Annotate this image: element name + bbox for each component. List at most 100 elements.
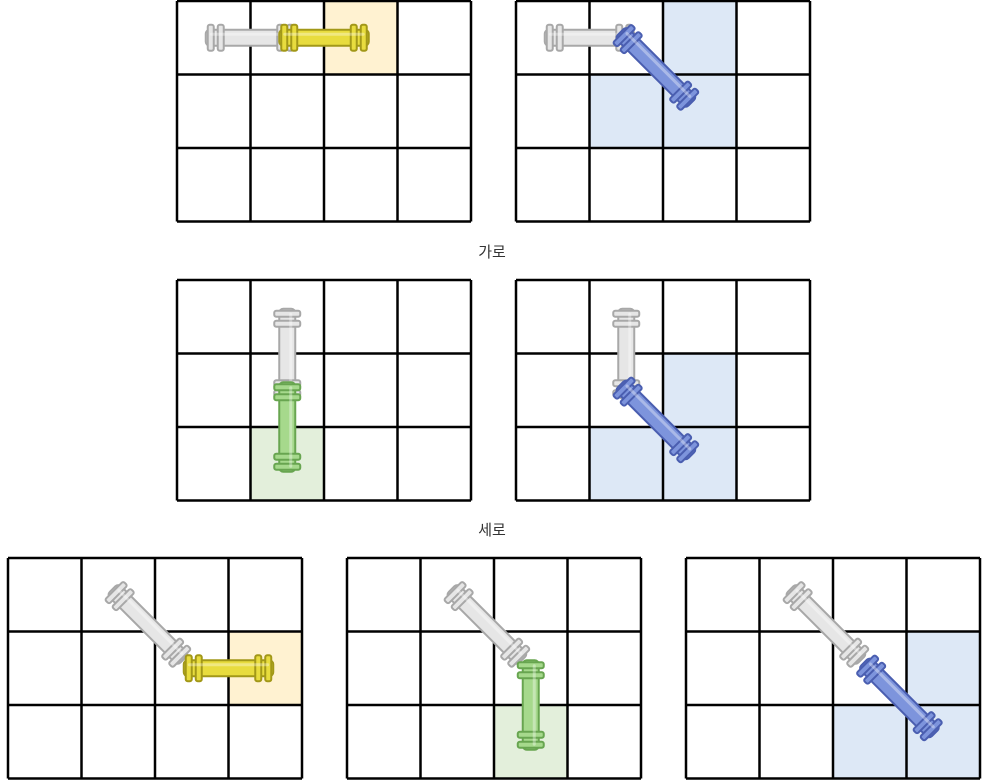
highlight-cell <box>833 705 907 779</box>
pipe-flange <box>194 654 203 683</box>
pipe-wrap <box>612 24 700 111</box>
pipe-shine <box>289 312 293 395</box>
grid-diagonal-to-diagonal <box>684 556 982 780</box>
highlight-cell <box>663 353 737 427</box>
pipe-shine <box>628 312 632 395</box>
pipe-flange <box>912 711 936 735</box>
pipe-flange <box>216 23 225 52</box>
pipe-wrap <box>782 581 870 668</box>
pipe-yellow-horizontal <box>278 23 370 52</box>
pipe-shine <box>117 589 184 655</box>
pipe-flange <box>516 671 545 680</box>
pipe-flange <box>273 462 302 471</box>
pipe-flange <box>507 644 531 668</box>
pipe-wrap <box>856 654 943 742</box>
pipe-flange <box>789 588 813 612</box>
pipe-flange <box>290 23 299 52</box>
pipe-shine <box>625 384 692 451</box>
pipe-flange <box>782 581 806 605</box>
caption-vertical: 세로 <box>478 521 506 539</box>
pipe-green-vertical <box>273 381 302 473</box>
pipe-gray-diagonal <box>443 581 531 668</box>
pipe-shine <box>868 662 935 729</box>
pipe-wrap <box>204 23 297 52</box>
pipe-flange <box>545 23 554 52</box>
pipe-body <box>615 379 697 461</box>
pipe-body <box>278 381 297 473</box>
pipe-shine <box>209 32 292 36</box>
pipe-flange <box>676 87 700 111</box>
pipe-flange <box>669 433 693 457</box>
pipe-flange <box>111 588 135 612</box>
pipe-flange <box>254 654 263 683</box>
pipe-blue-diagonal <box>856 654 943 742</box>
pipe-flange <box>359 23 368 52</box>
pipe-flange <box>619 383 643 407</box>
pipe-flange <box>161 637 185 661</box>
pipe-wrap <box>278 23 370 52</box>
pipe-flange <box>619 31 643 55</box>
pipe-yellow-horizontal <box>182 654 275 683</box>
grid-diagonal-to-vertical <box>345 556 643 780</box>
highlight-cell <box>589 427 663 501</box>
pipe-body <box>182 659 275 678</box>
pipe-flange <box>273 393 302 402</box>
pipe-flange <box>612 319 641 328</box>
caption-horizontal: 가로 <box>478 243 506 261</box>
pipe-wrap <box>443 581 531 668</box>
pipe-blue-diagonal <box>612 24 700 111</box>
grid-vertical-to-vertical <box>175 278 473 502</box>
pipe-flange <box>349 23 358 52</box>
pipe-flange <box>516 730 545 739</box>
pipe-flange <box>612 376 636 400</box>
pipe-flange <box>612 24 636 48</box>
highlight-cell <box>906 631 980 705</box>
pipe-flange <box>450 588 474 612</box>
grid-horizontal-to-diagonal <box>514 0 812 223</box>
pipe-flange <box>273 452 302 461</box>
pipe-flange <box>839 637 863 661</box>
pipe-body <box>859 657 940 739</box>
pipe-body <box>107 584 189 665</box>
highlight-cell <box>589 74 663 148</box>
pipe-wrap <box>273 307 302 400</box>
pipe-shine <box>548 32 631 36</box>
pipe-green-vertical <box>516 659 545 751</box>
pipe-flange <box>555 23 564 52</box>
grids-layer <box>6 0 982 780</box>
pipe-wrap <box>516 659 545 751</box>
pipe-flange <box>919 718 943 742</box>
grid-diagonal-to-horizontal <box>6 556 304 780</box>
pipe-gray-vertical <box>273 307 302 400</box>
pipe-shine <box>283 32 365 36</box>
pipe-wrap <box>612 376 700 464</box>
pipe-shine <box>187 663 270 667</box>
pipe-flange <box>280 23 289 52</box>
pipe-flange <box>184 654 193 683</box>
grid-horizontal-to-horizontal <box>175 0 473 223</box>
pipe-wrap <box>273 381 302 473</box>
pipe-flange <box>856 654 880 678</box>
pipe-flange <box>443 581 467 605</box>
pipe-flange <box>273 383 302 392</box>
pipe-body <box>521 659 540 751</box>
pipe-gray-diagonal <box>782 581 870 668</box>
pipe-wrap <box>104 581 192 668</box>
pipe-gray-horizontal <box>204 23 297 52</box>
pipe-flange <box>273 309 302 318</box>
pipe-body <box>278 28 370 47</box>
pipe-shine <box>532 664 536 746</box>
pipe-wrap <box>182 654 275 683</box>
pipe-flange <box>516 740 545 749</box>
pipe-flange <box>168 644 192 668</box>
pipe-flange <box>676 440 700 464</box>
pipe-flange <box>206 23 215 52</box>
pipe-flange <box>516 661 545 670</box>
pipe-shine <box>289 386 293 468</box>
pipe-body <box>615 27 697 108</box>
pipe-flange <box>863 661 887 685</box>
pipe-flange <box>264 654 273 683</box>
pipe-flange <box>273 319 302 328</box>
highlight-cell <box>663 1 737 75</box>
